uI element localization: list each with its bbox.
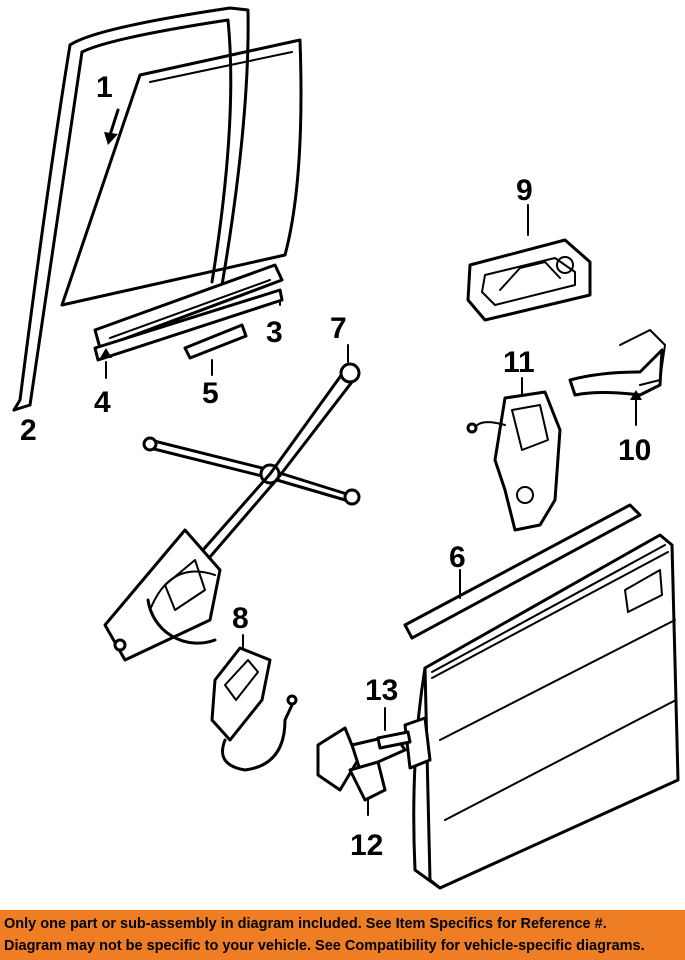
part-5-clip <box>183 323 248 376</box>
callout-8: 8 <box>232 602 249 635</box>
disclaimer-line-1: Only one part or sub-assembly in diagram… <box>4 916 607 932</box>
part-4-run-channel <box>93 288 284 379</box>
callout-12: 12 <box>350 829 383 862</box>
part-9-inside-handle <box>466 204 592 322</box>
callout-3: 3 <box>266 316 283 349</box>
callout-1: 1 <box>96 71 113 104</box>
part-6-belt-weatherstrip <box>403 503 642 640</box>
part-13-door-check <box>376 707 432 770</box>
part-1-door-glass <box>60 38 303 307</box>
part-2-weatherstrip <box>12 6 250 412</box>
door-shell <box>412 533 680 890</box>
disclaimer-line-2: Diagram may not be specific to your vehi… <box>4 938 645 954</box>
callout-4: 4 <box>94 386 111 419</box>
part-7-window-regulator <box>103 344 361 662</box>
callout-6: 6 <box>449 541 466 574</box>
part-10-outside-handle <box>568 329 666 426</box>
callout-11: 11 <box>503 346 535 379</box>
callout-10: 10 <box>618 434 651 467</box>
part-8-regulator-motor <box>210 634 298 772</box>
callout-2: 2 <box>20 414 37 447</box>
callout-5: 5 <box>202 377 219 410</box>
callout-13: 13 <box>365 674 398 707</box>
callout-7: 7 <box>330 312 347 345</box>
disclaimer-banner: Only one part or sub-assembly in diagram… <box>0 910 685 960</box>
callout-9: 9 <box>516 174 533 207</box>
part-11-door-latch <box>466 377 562 532</box>
exploded-parts-diagram: 1 2 3 4 5 6 7 8 9 10 11 12 13 <box>12 6 680 890</box>
